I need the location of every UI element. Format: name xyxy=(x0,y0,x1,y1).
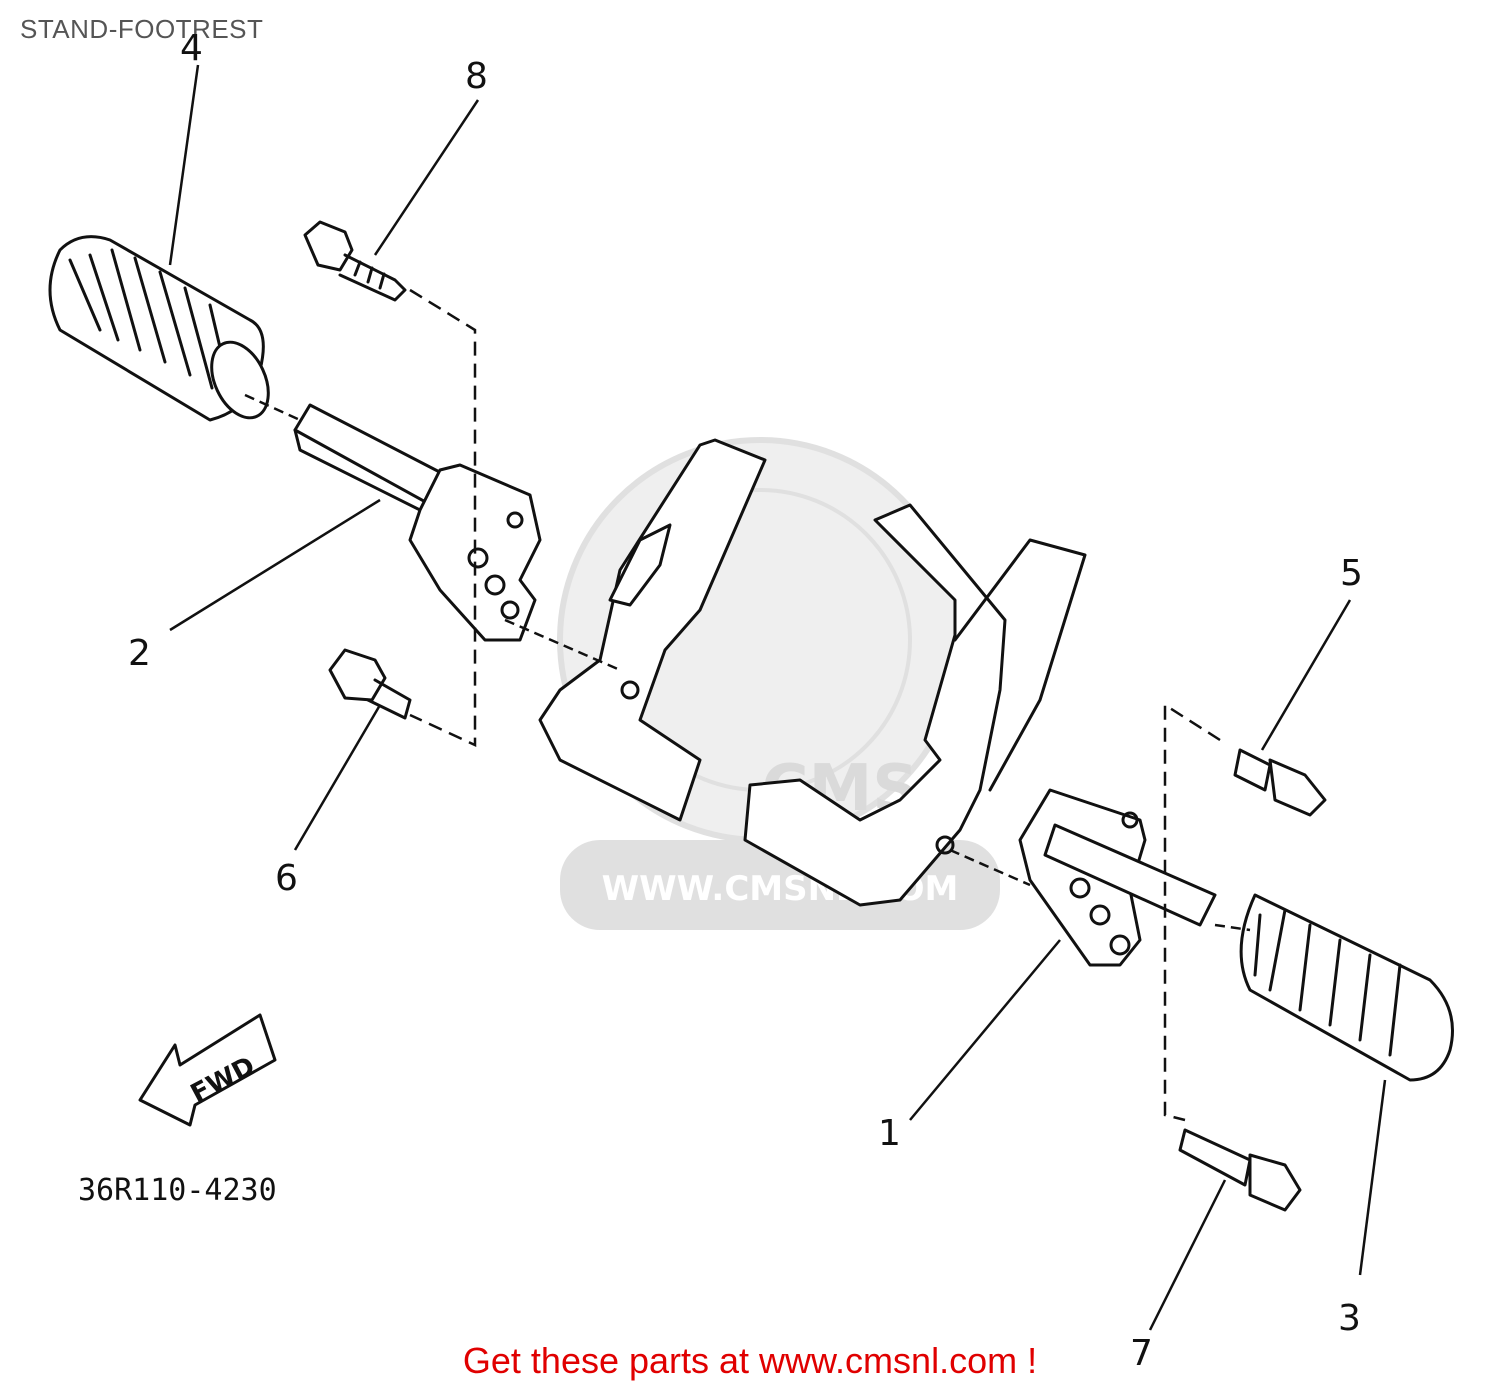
callout-8: 8 xyxy=(465,56,488,97)
right-footrest-rubber xyxy=(1239,893,1454,1082)
callout-1: 1 xyxy=(878,1113,901,1154)
bolt-7 xyxy=(1178,1128,1302,1212)
callout-2: 2 xyxy=(128,633,151,674)
bolt-5 xyxy=(1233,748,1327,817)
callout-4: 4 xyxy=(180,28,203,69)
callout-3: 3 xyxy=(1338,1298,1361,1339)
left-footrest-rubber xyxy=(48,235,270,422)
right-footrest-shaft xyxy=(1043,823,1217,927)
bolt-8 xyxy=(303,220,407,302)
callout-7: 7 xyxy=(1130,1333,1153,1374)
bolt-6 xyxy=(328,648,412,720)
fwd-arrow xyxy=(138,1013,277,1127)
diagram-code: 36R110-4230 xyxy=(78,1173,277,1208)
leader-lines xyxy=(168,64,1387,1331)
assembly-lines xyxy=(244,288,1251,1122)
callout-6: 6 xyxy=(275,858,298,899)
footrest-frame xyxy=(538,438,1087,907)
page-title: STAND-FOOTREST xyxy=(20,14,264,44)
callout-5: 5 xyxy=(1340,553,1363,594)
footer-link-text[interactable]: Get these parts at www.cmsnl.com ! xyxy=(462,1340,1038,1381)
